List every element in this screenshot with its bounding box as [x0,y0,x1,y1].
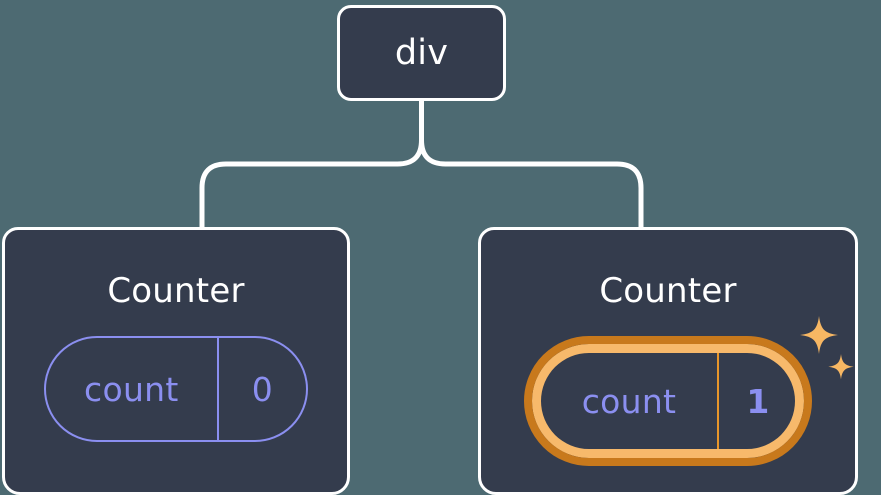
state-value-left: 0 [251,369,273,409]
state-pill-wrap-right: count 1 [481,336,855,466]
tree-node-div[interactable]: div [337,5,506,101]
connector-right-branch [419,137,644,232]
connector-left-branch [199,137,424,232]
node-counter-left-label: Counter [107,271,245,311]
tree-node-counter-left[interactable]: Counter count 0 [2,227,350,495]
state-pill-left[interactable]: count 0 [44,336,308,442]
state-pill-divider-right [717,353,719,449]
node-div-label: div [394,32,449,73]
state-value-right: 1 [746,381,770,421]
state-key-right: count [581,381,677,421]
state-pill-wrap-left: count 0 [5,336,347,442]
state-key-left: count [84,369,179,409]
state-pill-right[interactable]: count 1 [524,336,812,466]
state-pill-divider-left [216,338,219,440]
node-counter-right-label: Counter [599,271,737,311]
tree-node-counter-right[interactable]: Counter count 1 [478,227,858,495]
